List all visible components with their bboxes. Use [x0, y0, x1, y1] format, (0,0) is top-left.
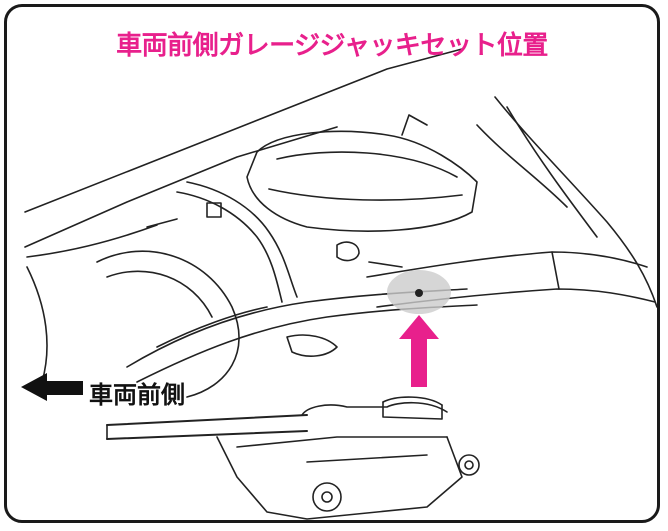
brackets [146, 202, 403, 268]
garage-jack [106, 396, 463, 520]
jack-wheel [312, 482, 342, 512]
undercarriage-illustration [21, 48, 657, 520]
front-wheel [26, 250, 240, 398]
body-sill [24, 48, 463, 258]
wheel-well [476, 96, 657, 308]
arrow-left-icon [21, 373, 83, 401]
oil-pan [246, 114, 478, 232]
diagram-frame: 車両前側ガレージジャッキセット位置 車両前側 [4, 4, 660, 523]
jack-point-marker [387, 270, 451, 314]
page-title: 車両前側ガレージジャッキセット位置 [116, 31, 548, 61]
exhaust-pipe [176, 181, 298, 303]
jack-rear-wheel [458, 454, 480, 476]
arrow-up-icon [399, 315, 439, 387]
vehicle-front-label: 車両前側 [89, 381, 185, 409]
